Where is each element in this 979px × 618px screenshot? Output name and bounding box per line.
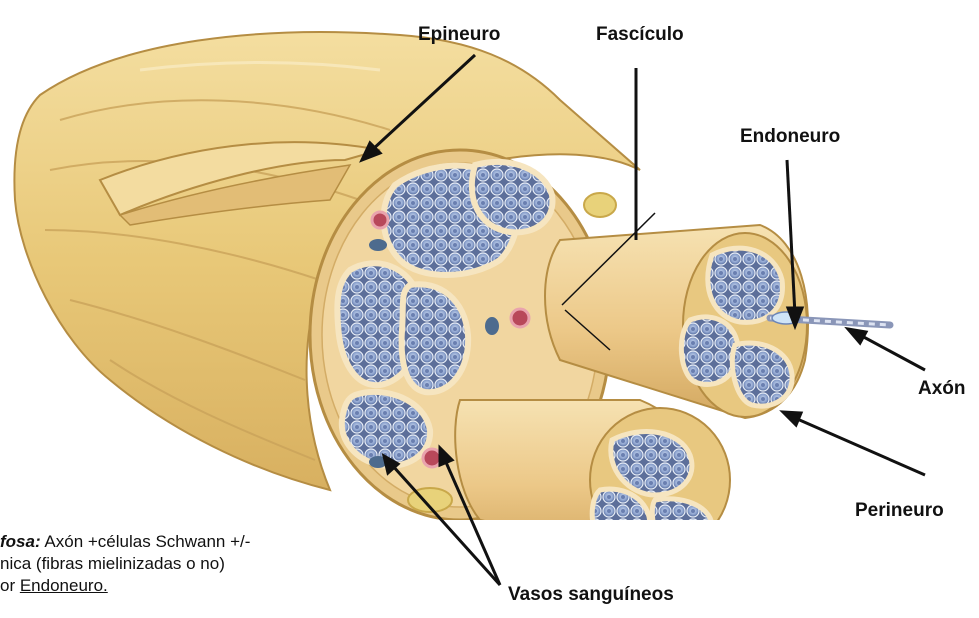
caption-line-1-rest: Axón +células Schwann +/- (41, 532, 251, 551)
label-perineuro: Perineuro (855, 500, 944, 522)
label-axon: Axón (918, 378, 966, 400)
axon-strand (770, 312, 890, 325)
caption-line-3-pre: or (0, 576, 20, 595)
caption-line-3: or Endoneuro. (0, 575, 248, 597)
caption-line-2: nica (fibras mielinizadas o no) (0, 553, 248, 575)
caption-bold: fosa: (0, 532, 41, 551)
caption-endoneuro-link: Endoneuro. (20, 576, 108, 595)
caption-line-1: fosa: Axón +células Schwann +/- (0, 531, 248, 553)
label-vasos-sanguineos: Vasos sanguíneos (508, 584, 674, 606)
label-fasciculo: Fascículo (596, 24, 684, 46)
label-epineuro: Epineuro (418, 24, 500, 46)
label-endoneuro: Endoneuro (740, 126, 840, 148)
caption-text: fosa: Axón +células Schwann +/- nica (fi… (0, 531, 248, 597)
